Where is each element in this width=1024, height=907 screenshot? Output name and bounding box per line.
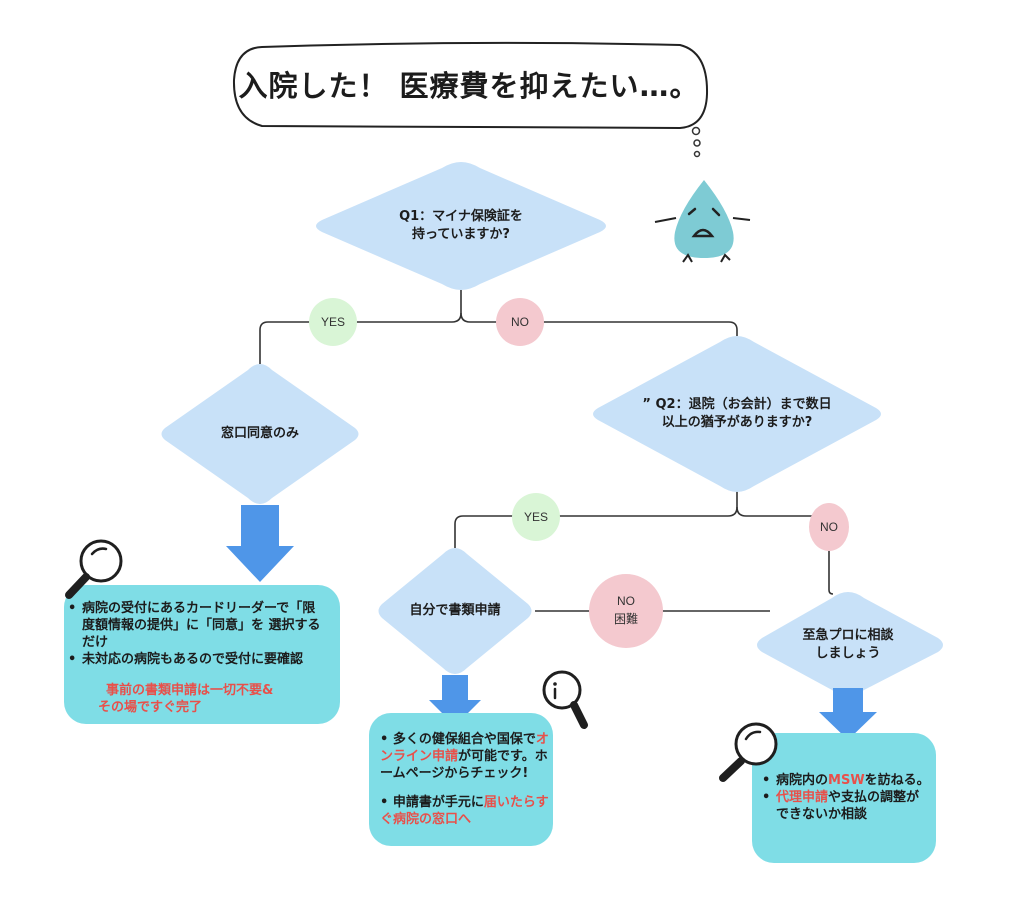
q2-no-pill <box>809 503 849 551</box>
self-apply-box-text: • 多くの健保組合や国保でオンライン申請が可能です。ホームページからチェック! … <box>374 731 552 828</box>
arrow-down-icon <box>819 688 877 740</box>
self-b1-highlight: オンライン申請 <box>380 732 549 764</box>
no-difficult-line1: NO <box>617 594 635 608</box>
consult-label: 至急プロに相談 しましょう <box>802 628 894 661</box>
thought-dot-3 <box>693 150 701 158</box>
q2-yes-pill <box>512 493 560 541</box>
no-difficult-label: NO 困難 <box>596 592 656 628</box>
pro-b2-post: や支払の調整ができないか相談 <box>776 790 920 822</box>
self-apply-diamond <box>378 548 532 674</box>
pro-b2-highlight: 代理申請 <box>776 790 829 805</box>
pro-b1-post: を訪ねる。 <box>864 773 930 788</box>
consent-bullet-2: 未対応の病院もあるので受付に要確認 <box>68 651 336 668</box>
q1-yes-label: YES <box>320 315 345 329</box>
self-b1-pre: 多くの健保組合や国保で <box>392 732 536 747</box>
q1-no-branch <box>460 312 738 336</box>
consult-diamond <box>757 592 943 696</box>
thought-dot-2 <box>693 139 701 147</box>
consent-bullet-1: 病院の受付にあるカードリーダーで「限度額情報の提供」に「同意」を 選択するだけ <box>68 600 336 651</box>
self-apply-label: 自分で書類申請 <box>409 603 501 618</box>
q1-yes-pill <box>309 298 357 346</box>
consent-box-text: 病院の受付にあるカードリーダーで「限度額情報の提供」に「同意」を 選択するだけ … <box>68 600 336 716</box>
info-magnifier-icon <box>542 670 588 729</box>
pro-bullet-1: 病院内のMSWを訪ねる。 <box>762 772 932 789</box>
q1-diamond <box>316 162 606 290</box>
q1-no-pill <box>496 298 544 346</box>
self-b2-highlight: 届いたらすぐ病院の窓口へ <box>380 795 549 827</box>
q2-question: ” Q2：退院（お会計）まで数日 以上の猶予がありますか? <box>642 397 832 430</box>
self-apply-result-box <box>369 713 553 846</box>
magnifier-icon <box>65 539 123 599</box>
consent-label: 窓口同意のみ <box>220 426 299 441</box>
thought-dot-1 <box>691 126 701 136</box>
q1-question: Q1：マイナ保険証を 持っていますか? <box>399 209 523 242</box>
pro-b1-highlight: MSW <box>828 773 865 788</box>
no-difficult-line2: 困難 <box>613 612 638 626</box>
q2-no-label: NO <box>820 520 838 534</box>
pro-bullet-2: 代理申請や支払の調整ができないか相談 <box>762 789 932 823</box>
consult-box-text: 病院内のMSWを訪ねる。 代理申請や支払の調整ができないか相談 <box>762 772 932 823</box>
self-b2-pre: 申請書が手元に <box>392 795 484 810</box>
q1-stem <box>259 290 462 364</box>
q1-no-label: NO <box>511 315 529 329</box>
self-bullet-2: • 申請書が手元に届いたらすぐ病院の窓口へ <box>380 795 549 827</box>
q2-yes-label: YES <box>523 510 548 524</box>
q2-stem <box>454 490 738 548</box>
q2-diamond <box>593 336 881 492</box>
self-bullet-1: • 多くの健保組合や国保でオンライン申請が可能です。ホームページからチェック! <box>380 732 549 781</box>
arrow-down-icon <box>429 675 481 726</box>
consent-note-1: 事前の書類申請は一切不要& <box>106 683 274 698</box>
consent-diamond <box>161 364 359 504</box>
page-title: 入院した！ 医療費を抑えたい…。 <box>238 69 700 103</box>
self-b1-post: が可能です。ホームページからチェック! <box>380 749 548 781</box>
title-speech-bubble <box>232 41 709 130</box>
worried-water-drop-icon <box>654 180 751 263</box>
consent-note-2: その場ですぐ完了 <box>98 700 203 715</box>
pro-b1-pre: 病院内の <box>776 773 829 788</box>
no-difficult-pill <box>589 574 663 648</box>
magnifier-icon <box>719 722 778 782</box>
arrow-down-icon <box>226 505 294 582</box>
